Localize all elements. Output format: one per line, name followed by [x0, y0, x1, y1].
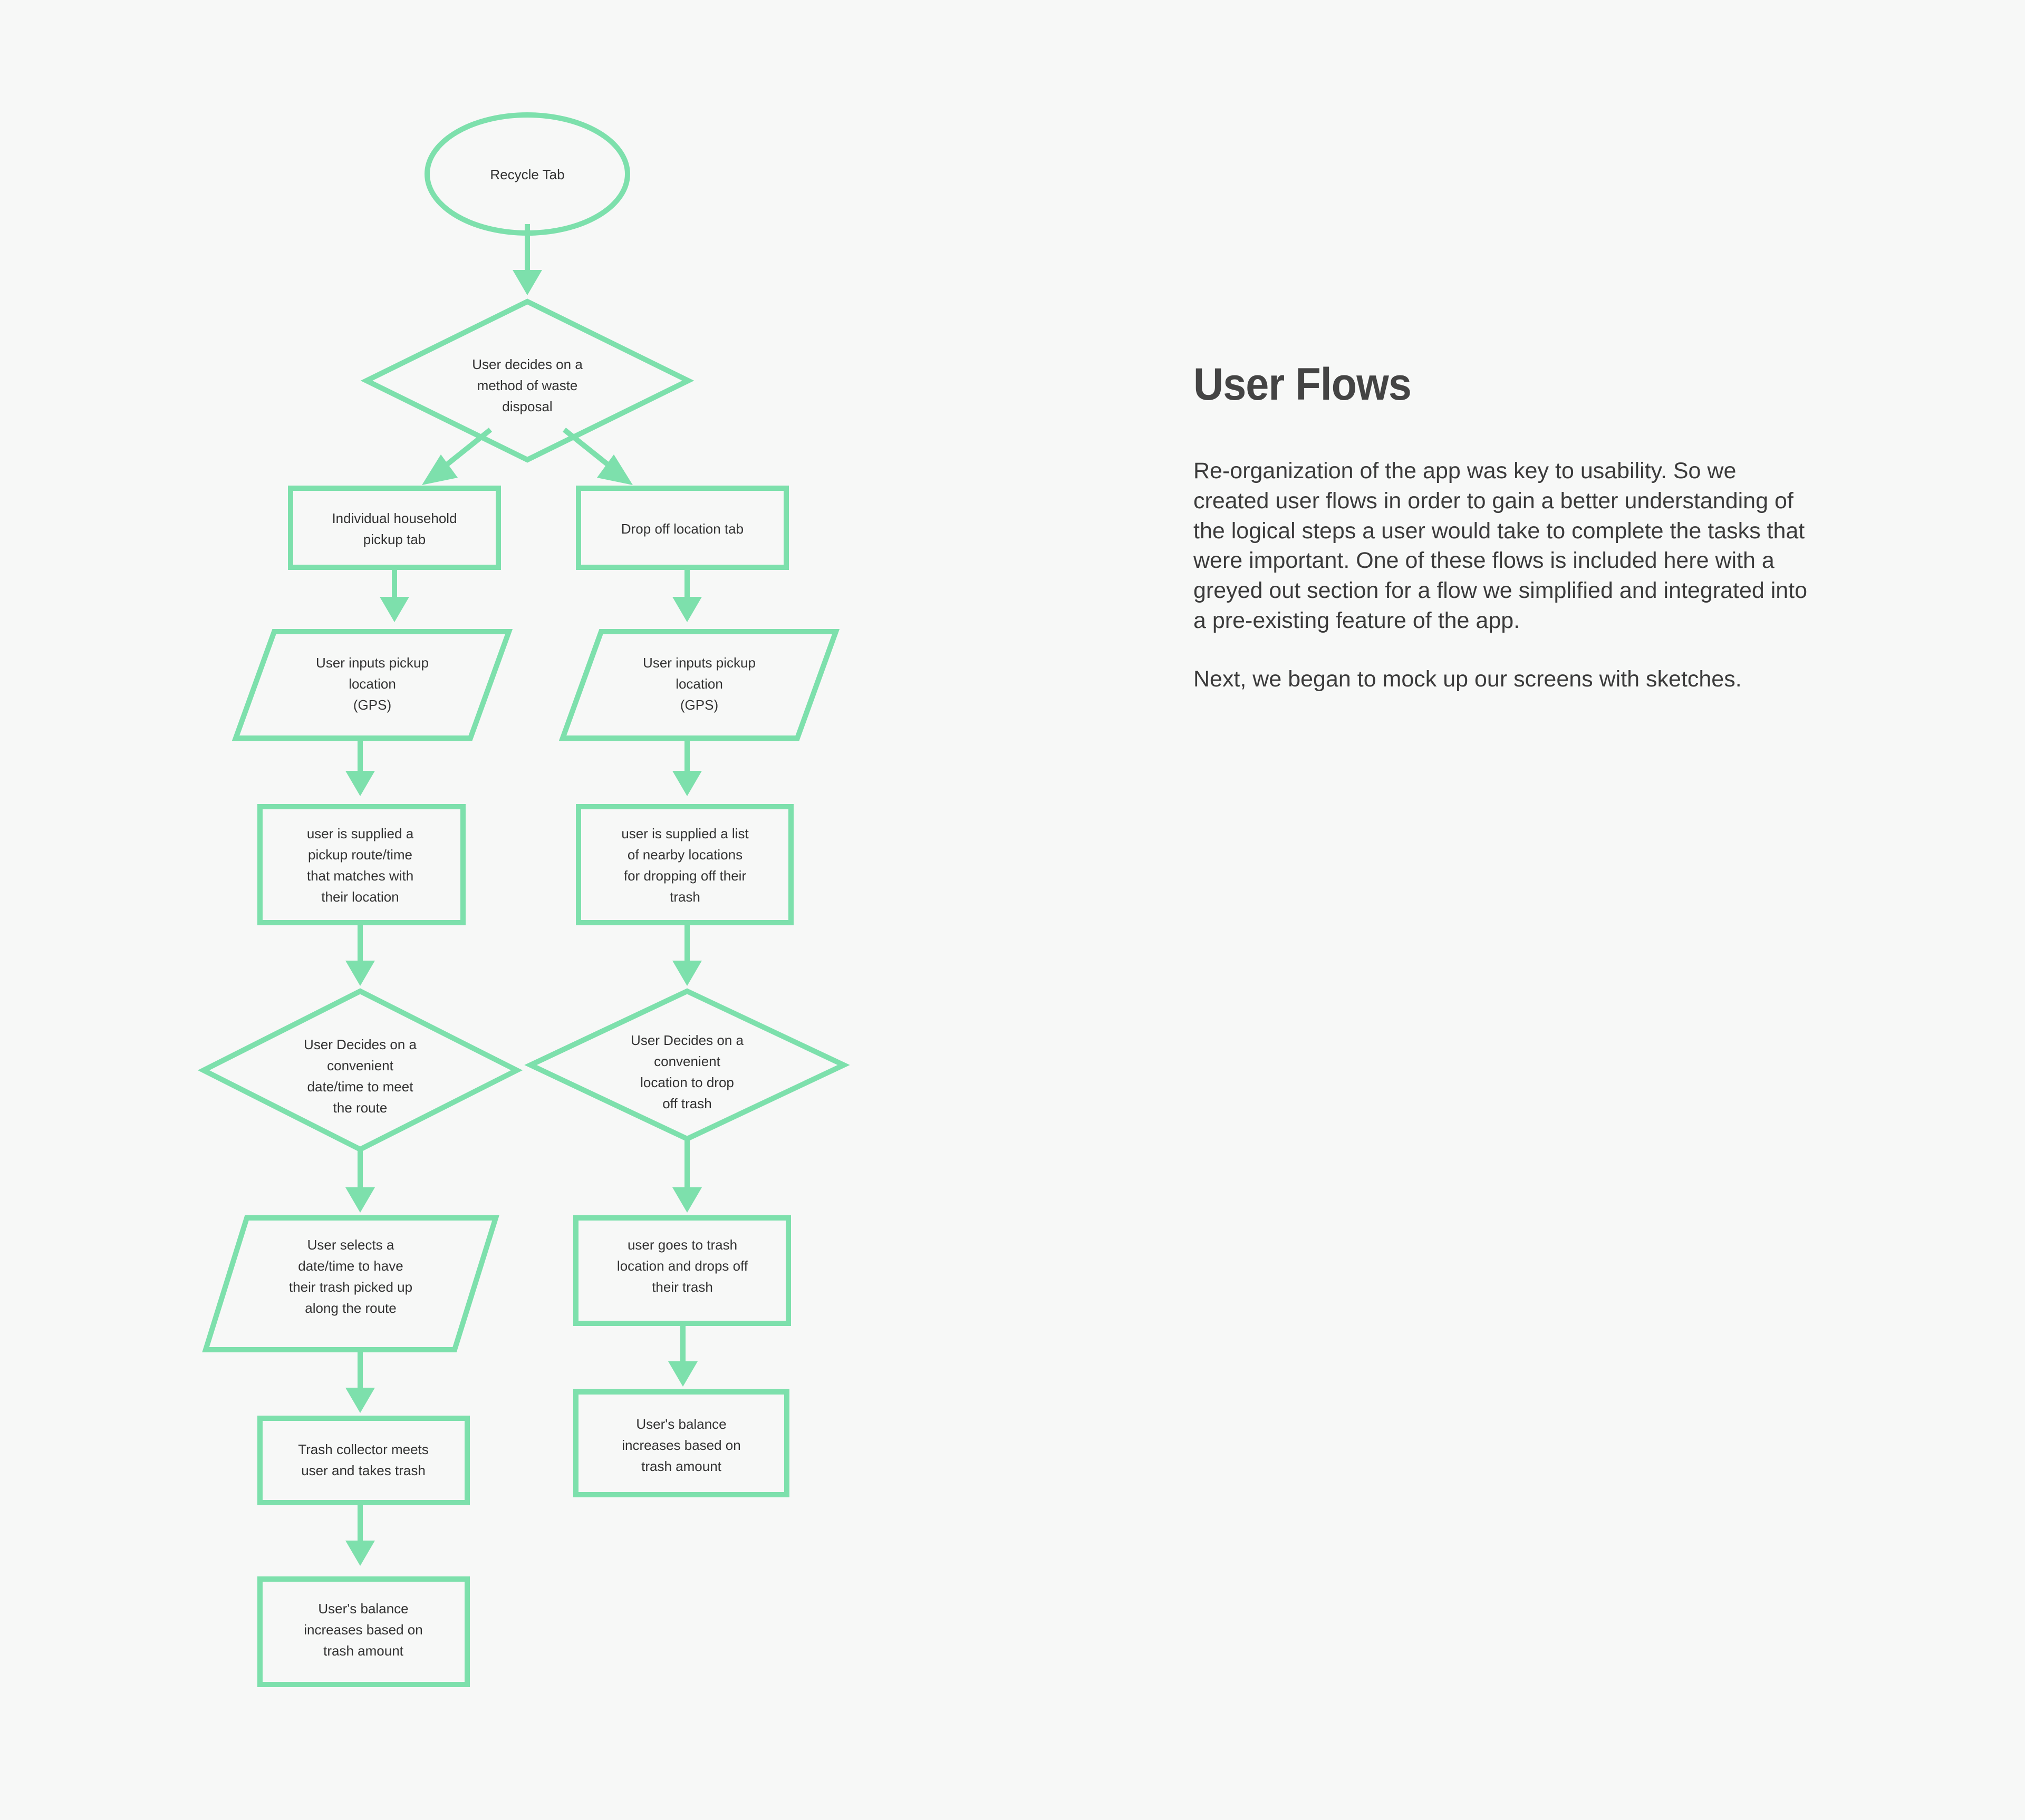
node-l4-line-1: convenient [327, 1058, 394, 1073]
node-l4-line-2: date/time to meet [307, 1079, 414, 1095]
node-r3-line-2: for dropping off their [624, 868, 747, 884]
node-l2-line-0: User inputs pickup [316, 655, 429, 671]
page-title: User Flows [1193, 359, 1412, 410]
node-r5-line-0: user goes to trash [628, 1237, 737, 1253]
node-user-supplied-pickup-route[interactable]: user is supplied a pickup route/time tha… [257, 804, 466, 925]
node-l5-line-3: along the route [305, 1300, 396, 1316]
node-l6-line-1: user and takes trash [301, 1463, 426, 1478]
edge-r4-to-r5 [672, 1136, 702, 1213]
node-user-decides-datetime[interactable]: User Decides on a convenient date/time t… [197, 988, 523, 1153]
panel-paragraph-1: Re-organization of the app was key to us… [1193, 458, 1808, 633]
node-l3-line-2: that matches with [307, 868, 413, 884]
node-r5-line-2: their trash [652, 1279, 713, 1295]
node-l2-line-2: (GPS) [353, 697, 391, 713]
node-decide-line-1: method of waste [477, 377, 578, 393]
node-l3-line-0: user is supplied a [307, 826, 414, 841]
copy-panel: User Flows Re-organization of the app wa… [1193, 359, 1842, 694]
node-r4-line-3: off trash [662, 1096, 711, 1111]
node-start-line-0: Recycle Tab [490, 167, 564, 182]
node-l1-line-1: pickup tab [363, 531, 426, 547]
node-decide[interactable]: User decides on a method of waste dispos… [360, 298, 695, 463]
node-r4-line-2: location to drop [640, 1074, 734, 1090]
node-start[interactable]: Recycle Tab [425, 112, 630, 236]
node-r2-line-1: location [676, 676, 723, 692]
edge-r3-to-r4 [672, 923, 702, 986]
node-l2-line-1: location [349, 676, 396, 692]
node-balance-increases-left[interactable]: User's balance increases based on trash … [257, 1576, 470, 1687]
node-l6-line-0: Trash collector meets [298, 1441, 429, 1457]
node-r5-line-1: location and drops off [617, 1258, 748, 1274]
edge-l2-to-l3 [345, 738, 375, 796]
node-l4-line-0: User Decides on a [304, 1037, 417, 1052]
node-l3-line-1: pickup route/time [308, 847, 412, 863]
node-r3-line-1: of nearby locations [628, 847, 742, 863]
edge-l3-to-l4 [345, 923, 375, 986]
paragraph-spacer [1193, 636, 1842, 664]
node-l5-line-1: date/time to have [298, 1258, 403, 1274]
node-user-decides-location[interactable]: User Decides on a convenient location to… [524, 988, 850, 1142]
panel-paragraph-2: Next, we began to mock up our screens wi… [1193, 666, 1742, 692]
node-user-inputs-pickup-location-left[interactable]: User inputs pickup location (GPS) [232, 629, 513, 741]
node-l7-line-2: trash amount [323, 1643, 404, 1659]
node-r1-line-0: Drop off location tab [621, 521, 744, 537]
node-user-supplied-nearby-locations[interactable]: user is supplied a list of nearby locati… [576, 804, 794, 925]
node-r4-line-1: convenient [654, 1053, 721, 1069]
node-r6-line-2: trash amount [641, 1458, 722, 1474]
edge-l6-to-l7 [345, 1503, 375, 1566]
node-user-inputs-pickup-location-right[interactable]: User inputs pickup location (GPS) [558, 629, 840, 741]
node-r3-line-3: trash [670, 889, 700, 905]
edge-r1-to-r2 [672, 567, 702, 622]
node-drop-off-location-tab[interactable]: Drop off location tab [576, 486, 789, 570]
edge-l5-to-l6 [345, 1350, 375, 1413]
edge-l1-to-l2 [380, 567, 409, 622]
node-trash-collector-meets-user[interactable]: Trash collector meets user and takes tra… [257, 1416, 470, 1505]
edge-l4-to-l5 [345, 1147, 375, 1213]
node-r3-line-0: user is supplied a list [621, 826, 749, 841]
node-l5-line-0: User selects a [307, 1237, 394, 1253]
node-r2-line-0: User inputs pickup [643, 655, 756, 671]
node-decide-line-0: User decides on a [472, 356, 583, 372]
node-r4-line-0: User Decides on a [631, 1032, 744, 1048]
node-l5-line-2: their trash picked up [289, 1279, 412, 1295]
node-r6-line-0: User's balance [636, 1416, 726, 1432]
node-l3-line-3: their location [321, 889, 399, 905]
node-r6-line-1: increases based on [622, 1437, 740, 1453]
node-l7-line-1: increases based on [304, 1622, 422, 1638]
node-l1-line-0: Individual household [332, 510, 457, 526]
edge-r5-to-r6 [668, 1323, 698, 1387]
node-user-goes-to-trash-location[interactable]: user goes to trash location and drops of… [573, 1215, 791, 1326]
node-individual-household-pickup-tab[interactable]: Individual household pickup tab [288, 486, 501, 570]
node-user-selects-datetime[interactable]: User selects a date/time to have their t… [202, 1215, 499, 1352]
node-balance-increases-right[interactable]: User's balance increases based on trash … [573, 1389, 789, 1497]
node-decide-line-2: disposal [502, 399, 552, 414]
node-l7-line-0: User's balance [318, 1601, 408, 1616]
edge-r2-to-r3 [672, 738, 702, 796]
node-l4-line-3: the route [333, 1100, 388, 1116]
node-r2-line-2: (GPS) [680, 697, 718, 713]
